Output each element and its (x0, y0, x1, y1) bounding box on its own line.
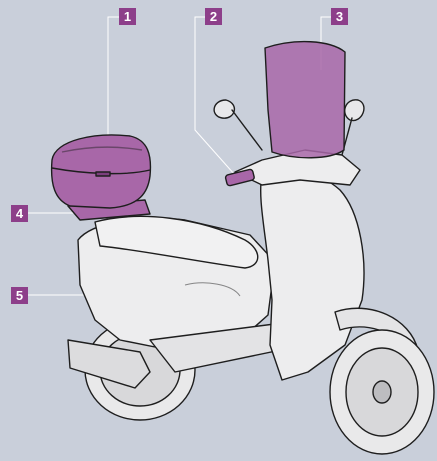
callout-5: 5 (11, 287, 28, 304)
scooter-body (67, 99, 435, 455)
leader-line-1 (107, 16, 119, 138)
handlebar-cover (234, 149, 361, 186)
callout-3: 3 (331, 8, 348, 25)
callout-2: 2 (205, 8, 222, 25)
seat (94, 215, 259, 269)
left-mirror-stem (231, 109, 263, 151)
under-seat (184, 282, 241, 297)
callout-4: 4 (11, 205, 28, 222)
grip-heater (224, 168, 255, 187)
callout-1: 1 (119, 8, 136, 25)
leader-line-2 (194, 16, 236, 176)
left-mirror (213, 99, 236, 119)
windscreen (264, 40, 346, 159)
front-wheel (329, 329, 435, 455)
right-mirror (344, 99, 365, 122)
muffler (67, 339, 151, 389)
top-box (50, 134, 152, 209)
